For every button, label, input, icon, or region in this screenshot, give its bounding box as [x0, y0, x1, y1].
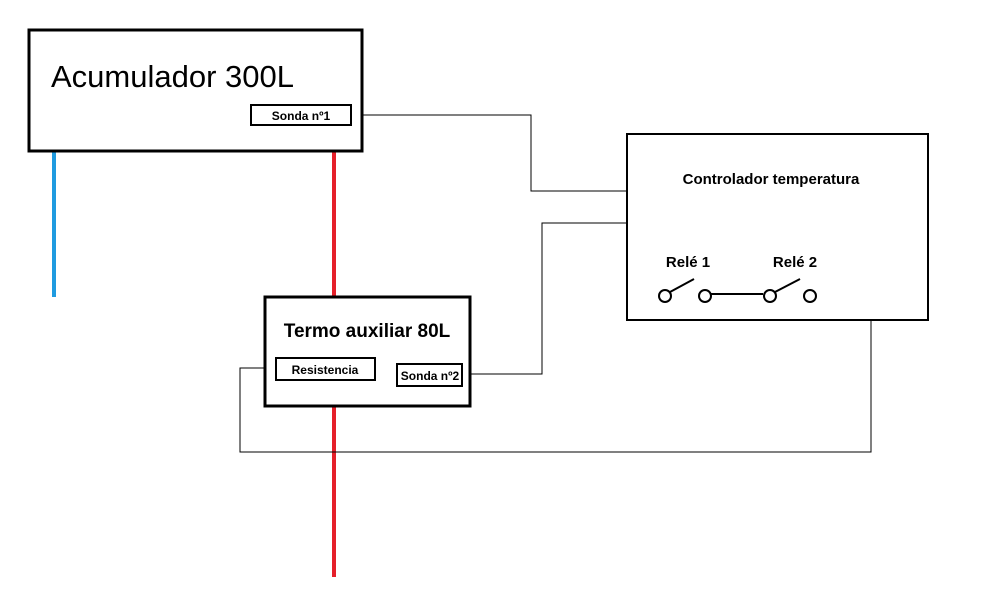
probe1-box: [250, 104, 352, 126]
probe1-label: Sonda nº1: [272, 109, 331, 123]
auxiliary-heater-tank: Termo auxiliar 80L Resistencia Sonda nº2: [263, 295, 472, 408]
probe2-box: [396, 363, 463, 387]
relay2-label: Relé 2: [773, 254, 817, 271]
relay1-switch-icon: [658, 278, 712, 303]
wire-probe1-to-controller: [351, 114, 627, 192]
temperature-controller: Controlador temperatura Relé 1 Relé 2: [626, 133, 929, 321]
accumulator-title: Acumulador 300L: [51, 59, 294, 94]
auxiliary-heater-title: Termo auxiliar 80L: [284, 321, 451, 342]
wire-probe2-to-controller: [462, 222, 627, 375]
controller-title: Controlador temperatura: [683, 171, 860, 188]
auxiliary-heater-outline: [263, 295, 472, 408]
accumulator-tank: Acumulador 300L Sonda nº1: [27, 28, 364, 153]
relay1-label: Relé 1: [666, 254, 710, 271]
probe2-label: Sonda nº2: [401, 369, 460, 383]
controller-outline: [626, 133, 929, 321]
resistor-box: [275, 357, 376, 381]
resistor-label: Resistencia: [292, 363, 359, 377]
relay2-switch-icon: [763, 278, 817, 303]
accumulator-outline: [27, 28, 364, 153]
